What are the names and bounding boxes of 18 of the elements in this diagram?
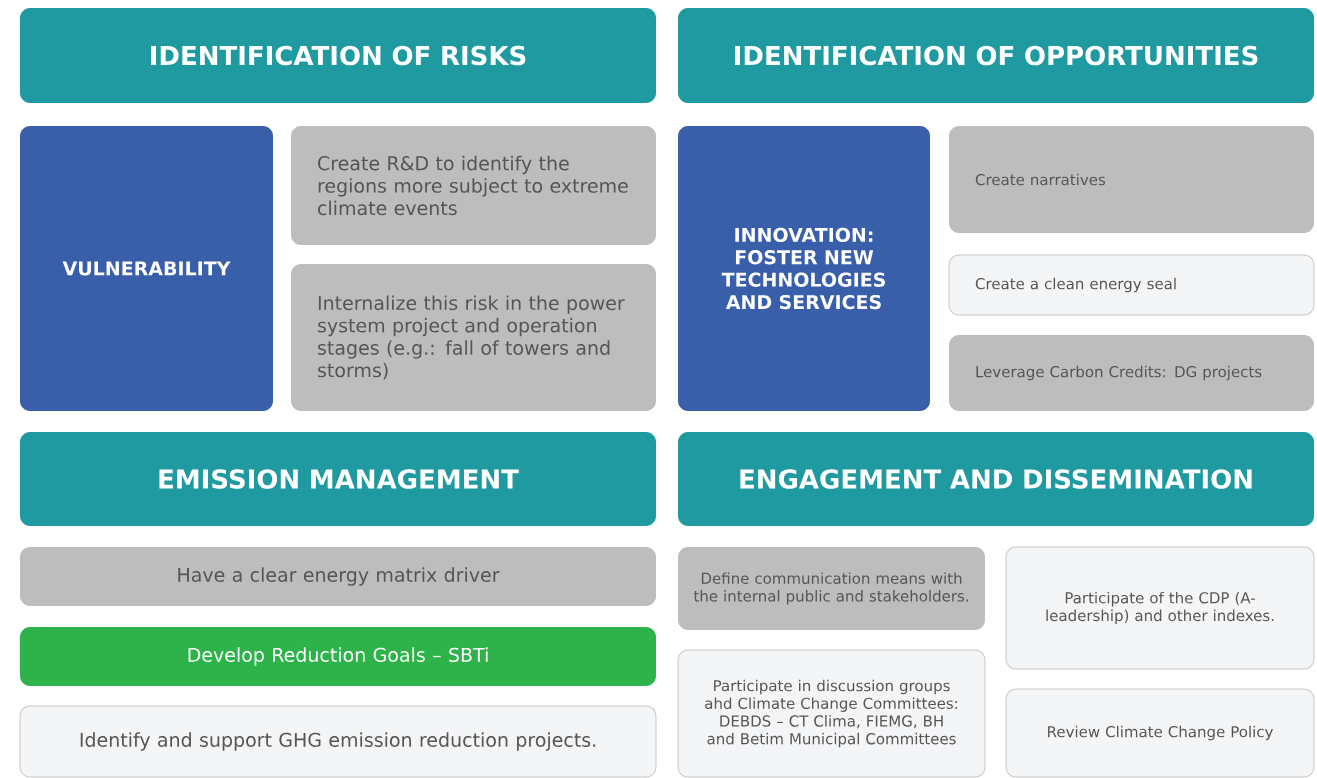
action-box: Create R&D to identify the regions more subject to extreme climate events: [291, 126, 656, 245]
action-box: Internalize this risk in the power system project and operation stages (e.g.: fall of towers and storms): [291, 264, 656, 411]
action-box: Leverage Carbon Credits: DG projects: [949, 335, 1314, 411]
header-banner: ENGAGEMENT AND DISSEMINATION: [678, 432, 1314, 526]
action-box: Identify and support GHG emission reduction projects.: [19, 705, 657, 778]
action-box: Define communication means with the internal public and stakeholders.: [678, 547, 985, 630]
action-box: Review Climate Change Policy: [1005, 688, 1315, 778]
header-banner: EMISSION MANAGEMENT: [20, 432, 656, 526]
action-box: Participate in discussion groups ahd Climate Change Committees: DEBDS – CT Clima, FIEMG, BH and Betim Municipal Committees: [677, 649, 986, 778]
action-box: Participate of the CDP (A-leadership) and other indexes.: [1005, 546, 1315, 670]
action-box: Develop Reduction Goals – SBTi: [20, 627, 656, 686]
category-box: INNOVATION: FOSTER NEW TECHNOLOGIES AND SERVICES: [678, 126, 930, 411]
action-box: Create narratives: [949, 126, 1314, 233]
action-box: Create a clean energy seal: [948, 254, 1315, 316]
category-box: VULNERABILITY: [20, 126, 273, 411]
header-banner: IDENTIFICATION OF RISKS: [20, 8, 656, 103]
header-banner: IDENTIFICATION OF OPPORTUNITIES: [678, 8, 1314, 103]
action-box: Have a clear energy matrix driver: [20, 547, 656, 606]
